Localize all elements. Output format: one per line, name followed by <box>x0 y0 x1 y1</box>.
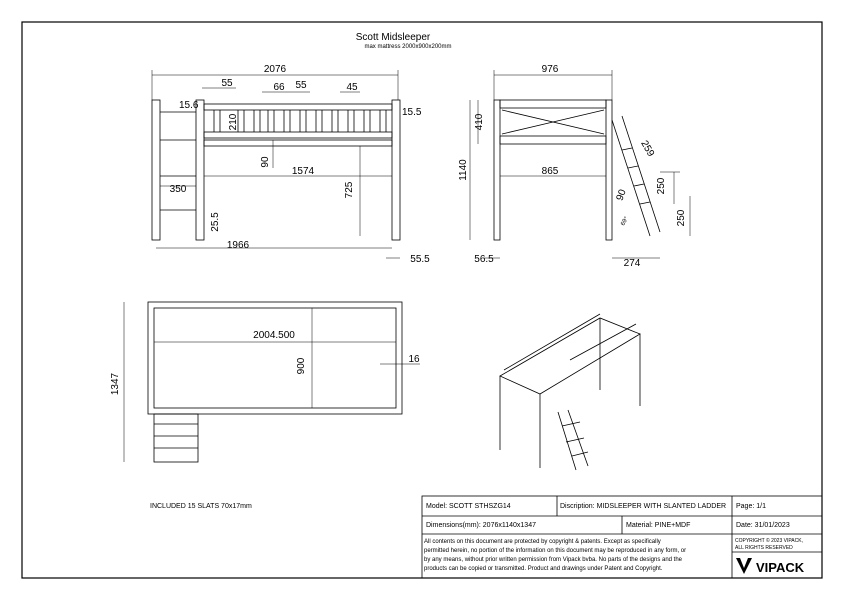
top-view: 2004.500 900 1347 16 <box>110 301 420 463</box>
tb-brand: VIPACK <box>756 560 805 575</box>
front-post-right: 15.5 <box>402 107 422 118</box>
tb-model: Model: SCOTT STHSZG14 <box>426 503 511 510</box>
front-deck-height: 725 <box>344 181 355 198</box>
top-inner-length: 2004.500 <box>253 330 295 341</box>
slats-note: INCLUDED 15 SLATS 70x17mm <box>150 503 252 510</box>
sheet-border <box>21 21 823 579</box>
front-rail-spacing-3: 45 <box>346 82 358 93</box>
side-ladder-base: 274 <box>624 258 641 269</box>
top-total-depth: 1347 <box>110 372 121 395</box>
front-foot: 25.5 <box>210 212 221 232</box>
side-guard-height: 410 <box>474 113 485 130</box>
side-overall-width: 976 <box>542 64 559 75</box>
top-inner-width: 900 <box>296 357 307 374</box>
tb-disclaimer-3: by any means, without prior written perm… <box>424 557 683 563</box>
front-slat-gap: 55 <box>221 78 233 89</box>
top-rail: 16 <box>408 354 420 365</box>
tb-dimensions: Dimensions(mm): 2076x1140x1347 <box>426 522 536 529</box>
side-total-height: 1140 <box>458 159 469 181</box>
title-block: Model: SCOTT STHSZG14 Discription: MIDSL… <box>421 495 823 579</box>
side-ladder-angle-b: 69° <box>620 216 630 227</box>
drawing-subtitle: max mattress 2000x900x200mm <box>364 44 451 50</box>
tb-disclaimer-1: All contents on this document are protec… <box>424 539 661 545</box>
front-post-left: 15.6 <box>179 100 199 111</box>
tb-page: Page: 1/1 <box>736 503 766 510</box>
front-post-section: 55.5 <box>410 254 430 265</box>
tb-disclaimer-2: permitted herein, no portion of the info… <box>424 548 686 554</box>
tb-date: Date: 31/01/2023 <box>736 522 790 529</box>
isometric-view <box>499 313 641 471</box>
front-rail-offset: 90 <box>260 156 271 168</box>
tb-material: Material: PINE+MDF <box>626 522 690 529</box>
tb-disclaimer-4: products can be copied or transmitted. P… <box>424 566 663 572</box>
drawing-title: Scott Midsleeper <box>356 32 431 43</box>
front-base-length: 1966 <box>227 240 250 251</box>
side-ladder-step: 250 <box>656 177 667 194</box>
side-post-section: 56.5 <box>474 254 494 265</box>
vipack-logo-icon <box>736 558 752 574</box>
front-ladder-width: 350 <box>170 184 187 195</box>
side-inner-width: 865 <box>542 166 559 177</box>
front-guard-height: 210 <box>228 113 239 130</box>
front-rail-spacing-2: 55 <box>295 80 307 91</box>
tb-copyright-2: ALL RIGHTS RESERVED <box>735 545 793 551</box>
tb-description: Discription: MIDSLEEPER WITH SLANTED LAD… <box>560 503 726 510</box>
front-overall-width: 2076 <box>264 64 287 75</box>
side-ladder-foot: 250 <box>676 209 687 226</box>
side-ladder-angle: 90 <box>615 188 629 203</box>
tb-copyright-1: COPYRIGHT © 2023 VIPACK, <box>735 537 803 544</box>
front-inner-length: 1574 <box>292 166 315 177</box>
front-view: 2076 55 66 55 45 <box>151 64 430 265</box>
side-ladder-length: 259 <box>638 139 656 159</box>
front-rail-spacing-1: 66 <box>273 82 285 93</box>
side-view: 976 410 1140 865 259 250 90 69° 250 56.5… <box>458 64 691 269</box>
